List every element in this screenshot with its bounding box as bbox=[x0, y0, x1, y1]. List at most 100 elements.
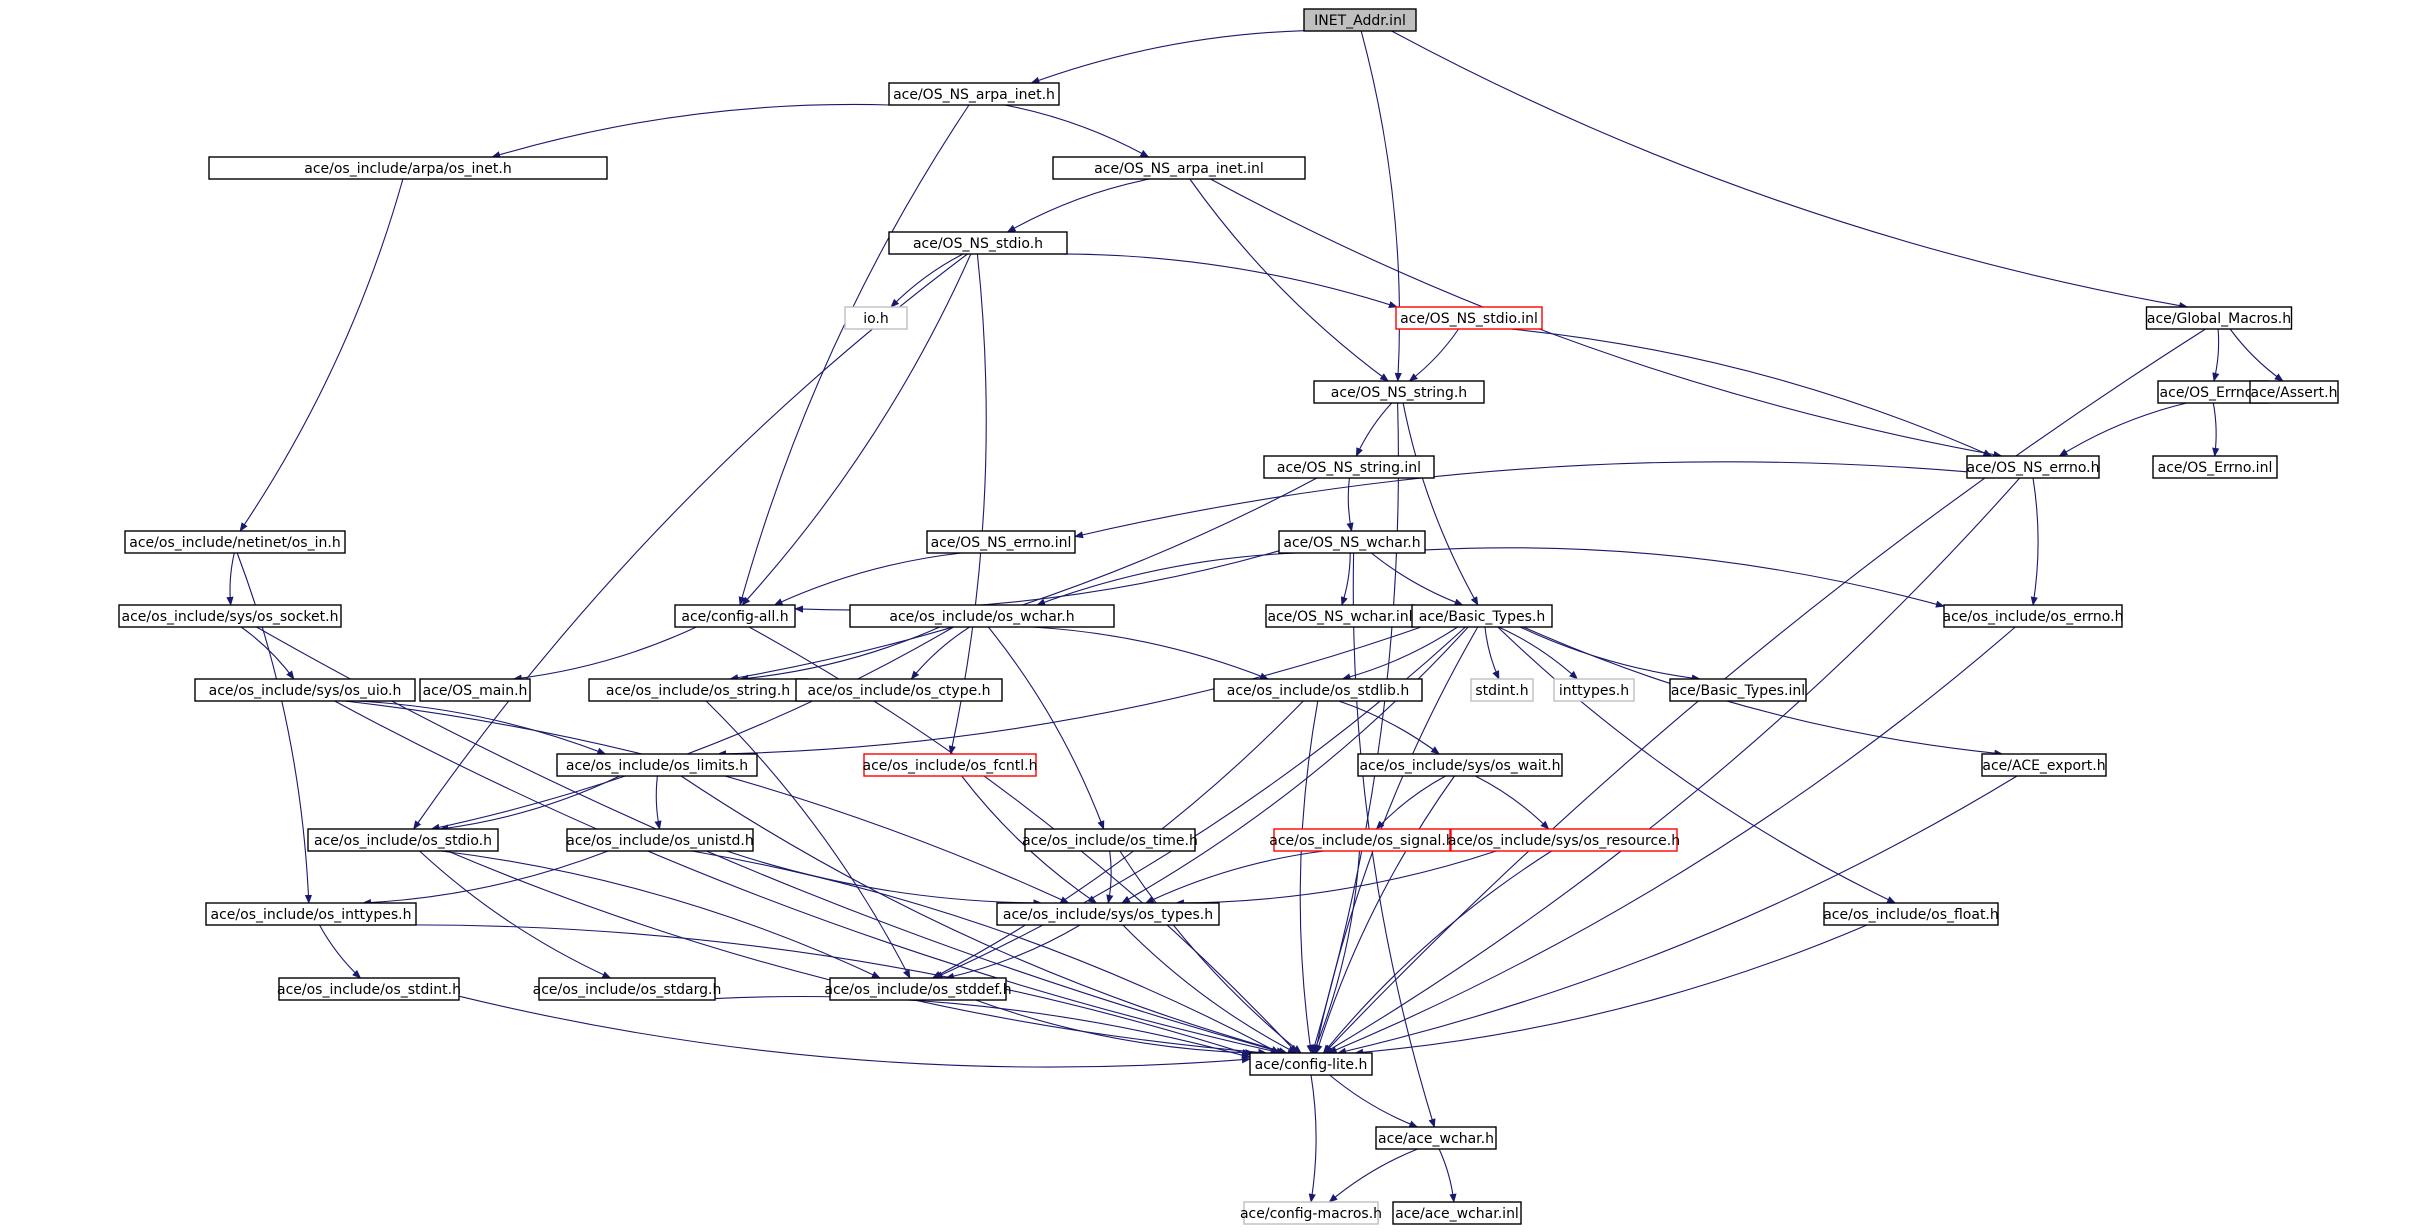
graph-node-ace-config-all-h[interactable]: ace/config-all.h bbox=[674, 604, 796, 628]
graph-node-ace-os-include-os-unistd-h[interactable]: ace/os_include/os_unistd.h bbox=[566, 828, 754, 852]
graph-node-ace-os-ns-string-inl[interactable]: ace/OS_NS_string.inl bbox=[1263, 455, 1435, 479]
dependency-edge bbox=[1402, 402, 1479, 606]
node-box bbox=[996, 902, 1220, 926]
dependency-edge bbox=[1189, 178, 1389, 382]
graph-node-ace-global-macros-h[interactable]: ace/Global_Macros.h bbox=[2145, 306, 2293, 330]
dependency-edge bbox=[356, 700, 607, 755]
dependency-edge bbox=[1391, 30, 2189, 310]
dependency-edge bbox=[1523, 626, 2004, 757]
edges-layer bbox=[226, 30, 2284, 1203]
graph-node-ace-os-errno-inl[interactable]: ace/OS_Errno.inl bbox=[2152, 455, 2278, 479]
graph-node-ace-os-include-os-time-h[interactable]: ace/os_include/os_time.h bbox=[1022, 828, 1198, 852]
graph-node-ace-os-include-os-stdio-h[interactable]: ace/os_include/os_stdio.h bbox=[307, 828, 499, 852]
node-label: ace/os_include/os_string.h bbox=[606, 683, 790, 699]
node-box bbox=[844, 306, 908, 330]
graph-node-ace-os-include-sys-os-socket-h[interactable]: ace/os_include/sys/os_socket.h bbox=[118, 604, 342, 628]
dependency-edge bbox=[987, 626, 1105, 830]
graph-node-ace-config-lite-h[interactable]: ace/config-lite.h bbox=[1249, 1052, 1373, 1076]
graph-node-stdint-h[interactable]: stdint.h bbox=[1470, 678, 1534, 702]
node-label: ace/os_include/netinet/os_in.h bbox=[129, 535, 340, 551]
graph-node-ace-os-main-h[interactable]: ace/OS_main.h bbox=[419, 678, 531, 702]
node-label: ace/os_include/sys/os_resource.h bbox=[1448, 833, 1680, 849]
node-label: ace/ace_wchar.h bbox=[1378, 1131, 1494, 1147]
graph-node-io-h[interactable]: io.h bbox=[844, 306, 908, 330]
graph-node-ace-basic-types-inl[interactable]: ace/Basic_Types.inl bbox=[1669, 678, 1807, 702]
graph-node-ace-os-include-os-stdint-h[interactable]: ace/os_include/os_stdint.h bbox=[277, 977, 461, 1001]
graph-node-ace-os-ns-errno-inl[interactable]: ace/OS_NS_errno.inl bbox=[926, 530, 1076, 554]
node-box bbox=[1823, 902, 1999, 926]
graph-node-ace-os-include-os-limits-h[interactable]: ace/os_include/os_limits.h bbox=[556, 753, 758, 777]
graph-node-ace-config-macros-h[interactable]: ace/config-macros.h bbox=[1240, 1201, 1382, 1225]
graph-node-inttypes-h[interactable]: inttypes.h bbox=[1553, 678, 1635, 702]
dependency-edge bbox=[362, 850, 609, 907]
dependency-edge bbox=[961, 775, 1098, 904]
graph-node-ace-os-include-arpa-os-inet-h[interactable]: ace/os_include/arpa/os_inet.h bbox=[208, 156, 608, 180]
graph-node-ace-os-include-os-ctype-h[interactable]: ace/os_include/os_ctype.h bbox=[795, 678, 1003, 702]
graph-node-ace-ace-wchar-inl[interactable]: ace/ace_wchar.inl bbox=[1392, 1201, 1522, 1225]
graph-node-ace-ace-wchar-h[interactable]: ace/ace_wchar.h bbox=[1375, 1126, 1497, 1150]
dependency-edge bbox=[717, 626, 1422, 758]
dependency-edge bbox=[1354, 924, 1868, 1056]
node-label: ace/os_include/os_signal.h bbox=[1269, 833, 1455, 849]
node-label: ace/OS_NS_errno.inl bbox=[931, 535, 1072, 551]
graph-node-ace-os-include-os-stdlib-h[interactable]: ace/os_include/os_stdlib.h bbox=[1213, 678, 1423, 702]
dependency-edge bbox=[1031, 626, 1269, 680]
dependency-edge bbox=[729, 477, 1318, 682]
graph-node-inet-addr-inl: INET_Addr.inl bbox=[1303, 8, 1417, 32]
graph-node-ace-os-include-os-signal-h[interactable]: ace/os_include/os_signal.h bbox=[1269, 828, 1455, 852]
node-box bbox=[194, 678, 416, 702]
node-box bbox=[1470, 678, 1534, 702]
node-box bbox=[278, 977, 460, 1001]
node-label: ace/ACE_export.h bbox=[1982, 758, 2105, 774]
graph-node-ace-os-ns-arpa-inet-h[interactable]: ace/OS_NS_arpa_inet.h bbox=[888, 82, 1060, 106]
graph-node-ace-os-ns-wchar-h[interactable]: ace/OS_NS_wchar.h bbox=[1278, 530, 1426, 554]
node-box bbox=[556, 753, 758, 777]
graph-node-ace-os-ns-arpa-inet-inl[interactable]: ace/OS_NS_arpa_inet.inl bbox=[1052, 156, 1306, 180]
graph-node-ace-os-include-os-errno-h[interactable]: ace/os_include/os_errno.h bbox=[1943, 604, 2124, 628]
dependency-edge bbox=[1174, 850, 1497, 907]
dependency-edge bbox=[1408, 328, 1460, 382]
dependency-edge bbox=[741, 253, 972, 606]
dependency-edge bbox=[1323, 328, 2206, 1054]
graph-node-ace-basic-types-h[interactable]: ace/Basic_Types.h bbox=[1411, 604, 1553, 628]
graph-node-ace-os-include-os-fcntl-h[interactable]: ace/os_include/os_fcntl.h bbox=[863, 753, 1038, 777]
graph-node-ace-os-include-os-stdarg-h[interactable]: ace/os_include/os_stdarg.h bbox=[533, 977, 722, 1001]
dependency-edge bbox=[1308, 1074, 1317, 1203]
dependency-edge bbox=[726, 850, 1043, 907]
dependency-edge bbox=[226, 552, 235, 606]
graph-node-ace-os-include-sys-os-wait-h[interactable]: ace/os_include/sys/os_wait.h bbox=[1357, 753, 1563, 777]
graph-node-ace-os-include-sys-os-types-h[interactable]: ace/os_include/sys/os_types.h bbox=[996, 902, 1220, 926]
node-label: ace/os_include/os_inttypes.h bbox=[211, 907, 412, 923]
graph-node-ace-os-errno-h[interactable]: ace/OS_Errno.h bbox=[2157, 380, 2269, 404]
dependency-edge bbox=[1315, 775, 1455, 1054]
graph-node-ace-os-include-os-string-h[interactable]: ace/os_include/os_string.h bbox=[588, 678, 808, 702]
dependency-edge bbox=[1337, 775, 2018, 1055]
graph-node-ace-ace-export-h[interactable]: ace/ACE_export.h bbox=[1981, 753, 2107, 777]
graph-node-ace-os-include-os-inttypes-h[interactable]: ace/os_include/os_inttypes.h bbox=[205, 902, 417, 926]
node-label: stdint.h bbox=[1475, 683, 1528, 699]
dependency-edge bbox=[1006, 178, 1150, 233]
graph-node-ace-os-ns-wchar-inl[interactable]: ace/OS_NS_wchar.inl bbox=[1265, 604, 1415, 628]
graph-node-ace-os-include-os-wchar-h[interactable]: ace/os_include/os_wchar.h bbox=[849, 604, 1115, 628]
node-box bbox=[1411, 604, 1553, 628]
node-box bbox=[1313, 380, 1485, 404]
graph-node-ace-os-include-os-stddef-h[interactable]: ace/os_include/os_stddef.h bbox=[824, 977, 1012, 1001]
dependency-edge bbox=[240, 626, 295, 680]
node-label: ace/Global_Macros.h bbox=[2147, 311, 2291, 327]
dependency-edge bbox=[691, 850, 1280, 1054]
graph-node-ace-os-ns-stdio-h[interactable]: ace/OS_NS_stdio.h bbox=[888, 231, 1068, 255]
graph-node-ace-assert-h[interactable]: ace/Assert.h bbox=[2249, 380, 2339, 404]
dependency-edge bbox=[1328, 1148, 1418, 1203]
node-label: ace/os_include/os_stdlib.h bbox=[1227, 683, 1409, 699]
graph-node-ace-os-include-sys-os-resource-h[interactable]: ace/os_include/sys/os_resource.h bbox=[1448, 828, 1680, 852]
graph-node-ace-os-ns-string-h[interactable]: ace/OS_NS_string.h bbox=[1313, 380, 1485, 404]
node-label: ace/os_include/sys/os_types.h bbox=[1003, 907, 1213, 923]
graph-node-ace-os-include-sys-os-uio-h[interactable]: ace/os_include/sys/os_uio.h bbox=[194, 678, 416, 702]
graph-node-ace-os-ns-errno-h[interactable]: ace/OS_NS_errno.h bbox=[1966, 455, 2100, 479]
node-label: ace/config-macros.h bbox=[1240, 1206, 1382, 1222]
node-label: ace/os_include/os_errno.h bbox=[1943, 609, 2124, 625]
graph-node-ace-os-ns-stdio-inl[interactable]: ace/OS_NS_stdio.inl bbox=[1395, 306, 1543, 330]
graph-node-ace-os-include-os-float-h[interactable]: ace/os_include/os_float.h bbox=[1823, 902, 1999, 926]
dependency-edge bbox=[1327, 626, 2016, 1054]
graph-node-ace-os-include-netinet-os-in-h[interactable]: ace/os_include/netinet/os_in.h bbox=[124, 530, 346, 554]
